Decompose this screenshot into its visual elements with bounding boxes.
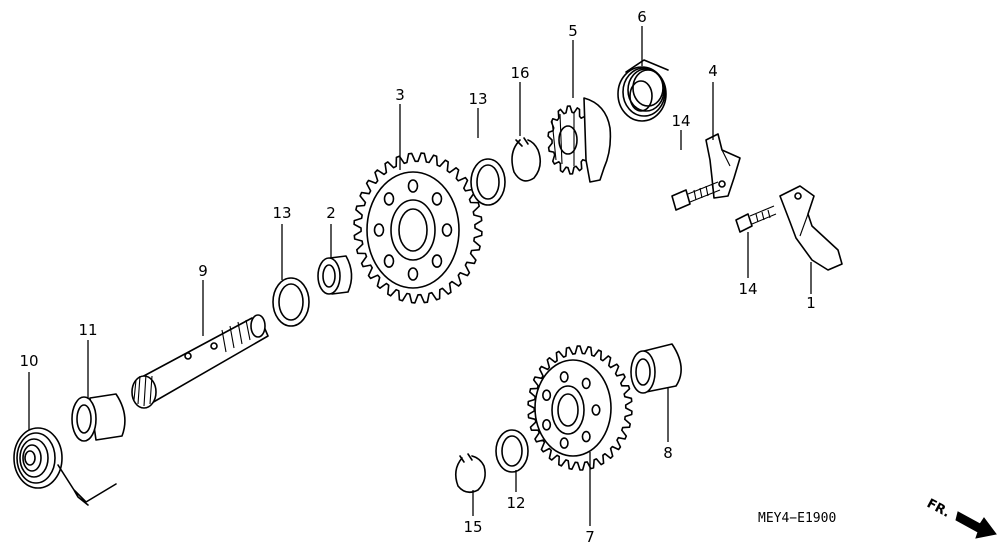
part-11-collar bbox=[71, 393, 126, 442]
part-1-plate bbox=[779, 185, 843, 271]
gear3-hole bbox=[383, 192, 395, 206]
gear7-hole bbox=[559, 437, 569, 449]
callout-14-lower: 14 bbox=[738, 280, 757, 298]
part-8-collar bbox=[630, 343, 682, 394]
callout-7: 7 bbox=[585, 528, 595, 546]
gear7-hole bbox=[591, 404, 601, 416]
part-2-bushing bbox=[317, 255, 353, 295]
front-direction-indicator: FR. bbox=[924, 496, 997, 539]
part-13-thrust-washer-lower bbox=[272, 277, 310, 327]
part-14-bolt-lower bbox=[735, 205, 777, 233]
callout-13-lower: 13 bbox=[272, 204, 291, 222]
gear3-hole bbox=[431, 192, 443, 206]
gear3-hole bbox=[407, 179, 419, 193]
gear7-hole bbox=[581, 430, 591, 443]
callout-2: 2 bbox=[326, 204, 336, 222]
front-label: FR. bbox=[924, 496, 952, 521]
callout-8: 8 bbox=[663, 444, 673, 462]
callout-10: 10 bbox=[19, 352, 38, 370]
gear7-hole bbox=[559, 371, 569, 383]
part-4-guide-plate bbox=[705, 133, 741, 199]
callout-11: 11 bbox=[78, 321, 97, 339]
callout-5: 5 bbox=[568, 22, 578, 40]
callout-4: 4 bbox=[708, 62, 718, 80]
part-9-kick-shaft bbox=[131, 314, 269, 409]
callout-12: 12 bbox=[506, 494, 525, 512]
callout-9: 9 bbox=[198, 262, 208, 280]
callout-13-upper: 13 bbox=[468, 90, 487, 108]
gear7-hole bbox=[581, 377, 591, 390]
gear3-hole bbox=[407, 267, 419, 281]
callout-16: 16 bbox=[510, 64, 529, 82]
front-arrow-icon bbox=[955, 511, 997, 539]
part-12-thrust-washer bbox=[495, 429, 529, 473]
callout-1: 1 bbox=[806, 294, 816, 312]
gear7-hole bbox=[542, 389, 552, 402]
gear3-hole bbox=[441, 223, 453, 237]
part-3-kick-idle-gear bbox=[353, 152, 483, 304]
part-7-kick-driven-gear bbox=[527, 345, 633, 471]
gear3-hole bbox=[373, 223, 385, 237]
gear3-hole bbox=[383, 254, 395, 268]
part-15-circlip bbox=[454, 453, 486, 494]
part-6-ratchet-spring bbox=[617, 59, 669, 122]
callout-15: 15 bbox=[463, 518, 482, 536]
part-10-kick-spring bbox=[13, 427, 117, 506]
callout-14-upper: 14 bbox=[671, 112, 690, 130]
part-14-bolt-upper bbox=[671, 181, 721, 211]
gear3-hole bbox=[431, 254, 443, 268]
part-5-ratchet bbox=[547, 97, 612, 183]
diagram-code: MEY4−E1900 bbox=[758, 511, 836, 526]
callout-6: 6 bbox=[637, 8, 647, 26]
gear7-hole bbox=[542, 418, 552, 431]
callout-3: 3 bbox=[395, 86, 405, 104]
callout-labels: 1 2 3 4 5 6 7 8 9 10 11 12 13 13 14 14 1… bbox=[19, 8, 815, 546]
part-16-circlip bbox=[511, 137, 542, 182]
part-13-thrust-washer-upper bbox=[470, 158, 506, 206]
leader-lines bbox=[28, 26, 812, 526]
